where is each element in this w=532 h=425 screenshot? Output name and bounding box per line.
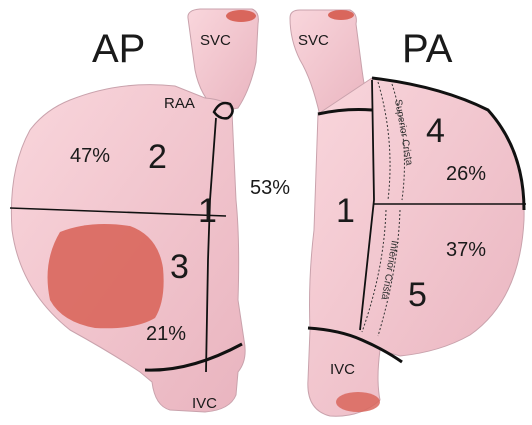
ap-ivc-label: IVC: [192, 395, 217, 412]
ap-seg2-percentage: 47%: [70, 145, 110, 167]
ap-segment-3: 3: [170, 248, 189, 286]
ap-segment-1: 1: [198, 192, 217, 230]
ap-view-label: AP: [92, 27, 145, 71]
raa-label: RAA: [164, 95, 195, 112]
pa-svc-label: SVC: [298, 32, 329, 49]
ap-seg3-percentage: 21%: [146, 323, 186, 345]
pa-segment-4: 4: [426, 112, 445, 150]
ap-lesion: [48, 224, 164, 328]
pa-seg5-percentage: 37%: [446, 239, 486, 261]
ap-svc-opening: [226, 10, 256, 22]
pa-segment-1: 1: [336, 192, 355, 230]
ap-segment-2: 2: [148, 138, 167, 176]
pa-ivc-opening: [336, 392, 380, 412]
center-percentage: 53%: [250, 177, 290, 199]
pa-svc-opening: [328, 10, 354, 20]
ap-svc-label: SVC: [200, 32, 231, 49]
pa-seg4-percentage: 26%: [446, 163, 486, 185]
pa-view-label: PA: [402, 27, 453, 71]
pa-segment-5: 5: [408, 276, 427, 314]
pa-ivc-label: IVC: [330, 361, 355, 378]
